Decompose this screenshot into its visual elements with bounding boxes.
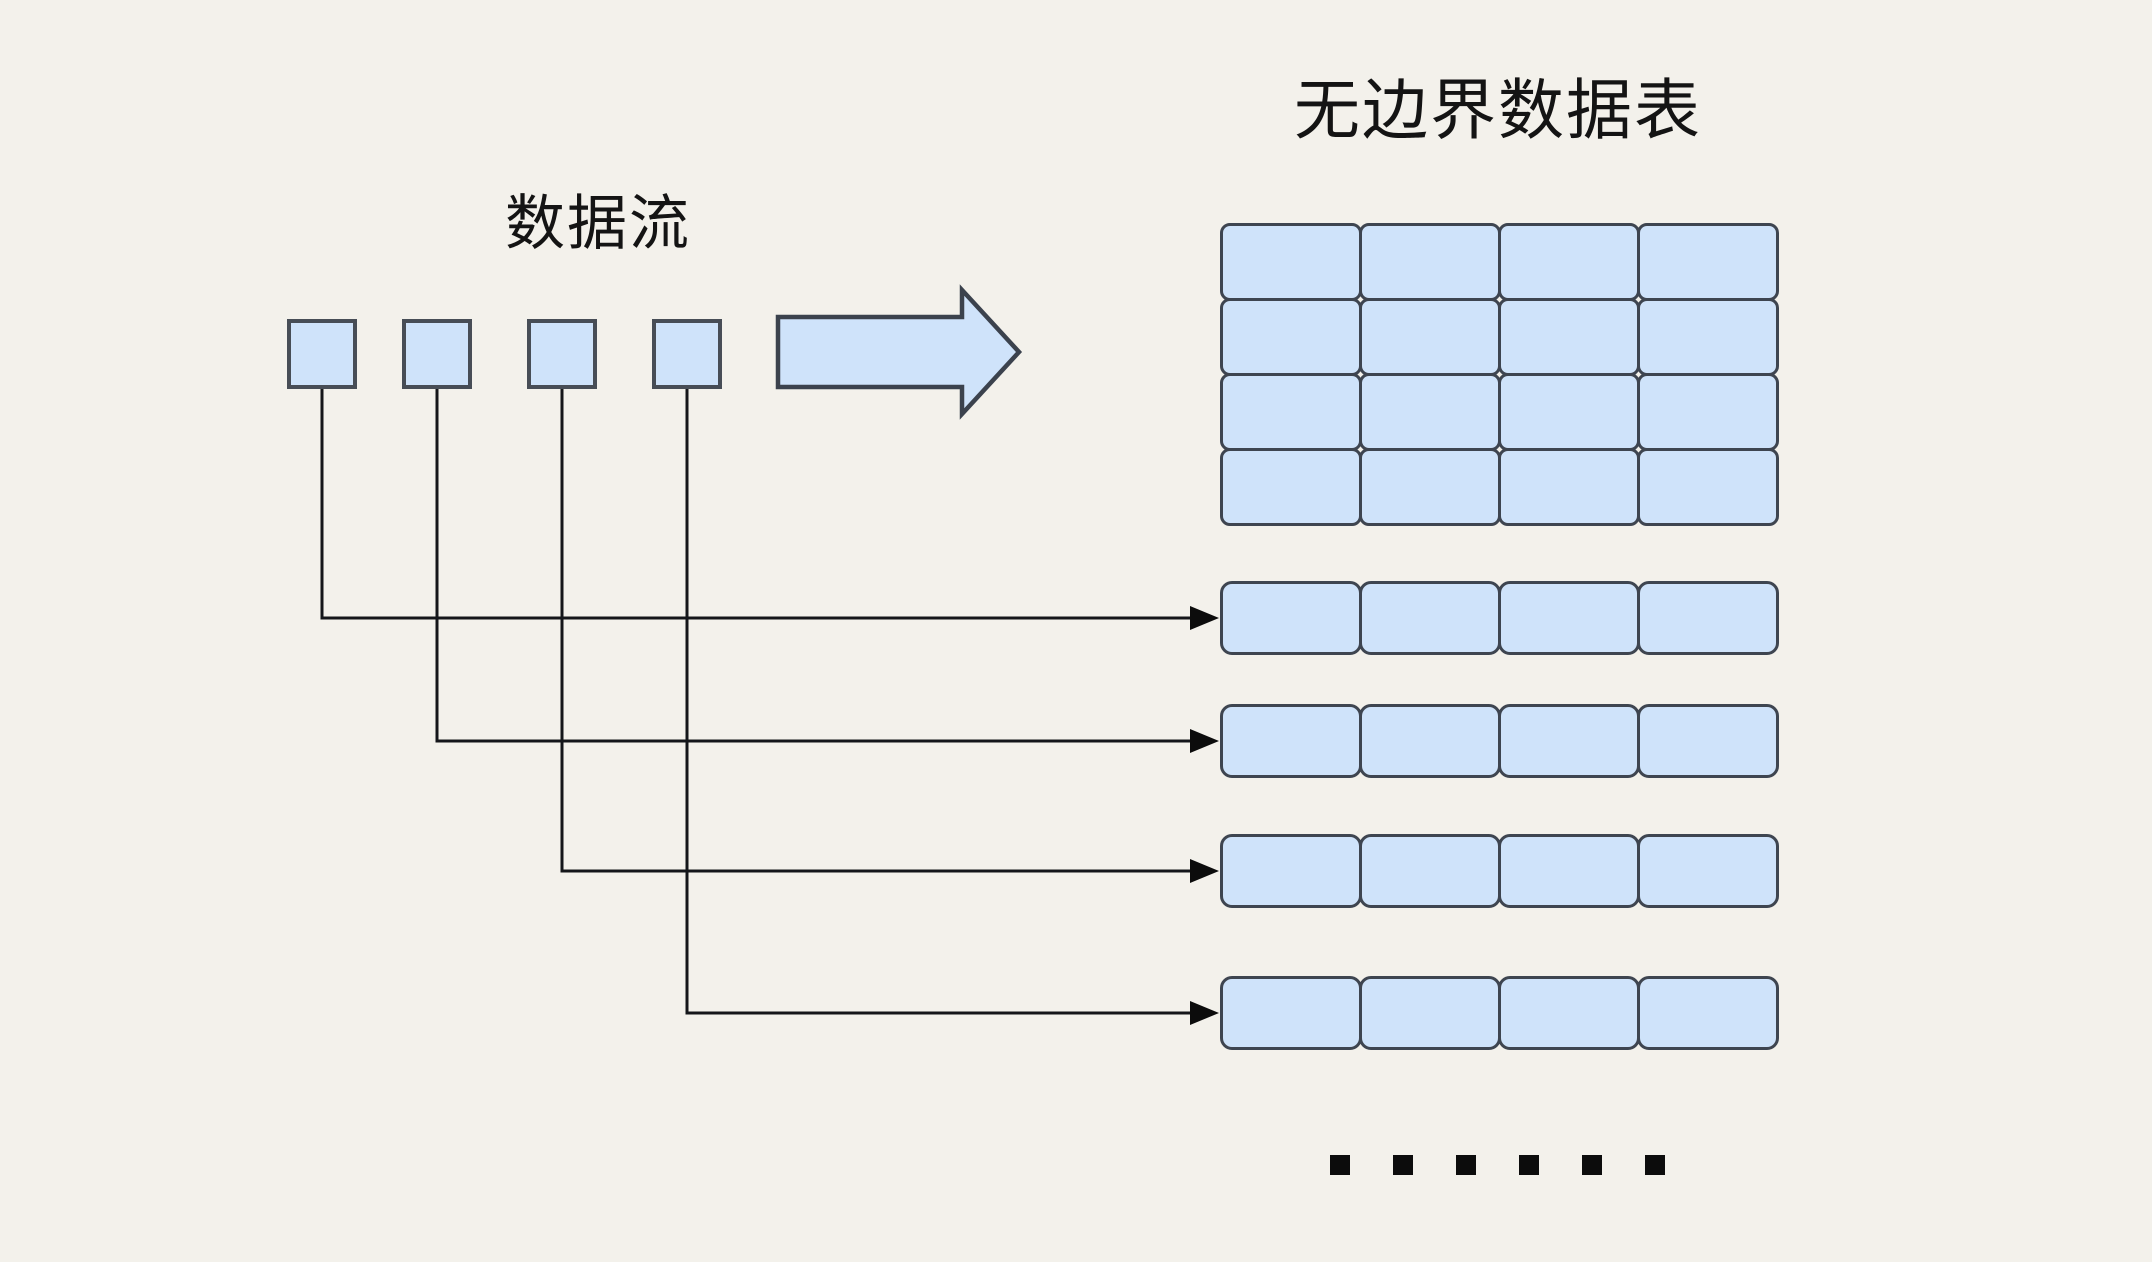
connector-arrowhead-icon: [1190, 606, 1219, 630]
appended-row-cell: [1220, 834, 1362, 908]
table-grid-cell: [1498, 223, 1640, 301]
connector-arrowhead-icon: [1190, 859, 1219, 883]
stream-label: 数据流: [505, 190, 691, 257]
flow-arrow-icon: [775, 284, 1023, 420]
appended-row-cell: [1637, 976, 1779, 1050]
table-grid-cell: [1220, 448, 1362, 526]
connector-line-1: [320, 385, 1194, 620]
table-grid-cell: [1637, 298, 1779, 376]
table-grid-cell: [1637, 223, 1779, 301]
table-grid-cell: [1498, 373, 1640, 451]
appended-row-cell: [1359, 834, 1501, 908]
table-grid-cell: [1498, 298, 1640, 376]
connector-arrowhead-icon: [1190, 1001, 1219, 1025]
connector-line-3: [560, 385, 1194, 873]
table-grid-cell: [1359, 373, 1501, 451]
ellipsis-dot: [1645, 1155, 1665, 1175]
table-grid-cell: [1220, 373, 1362, 451]
stream-event-square: [287, 319, 357, 389]
appended-row-cell: [1220, 976, 1362, 1050]
appended-row-cell: [1498, 704, 1640, 778]
appended-row-cell: [1220, 704, 1362, 778]
appended-row-cell: [1220, 581, 1362, 655]
table-grid-cell: [1359, 448, 1501, 526]
connector-line-4: [685, 385, 1194, 1015]
appended-row-cell: [1498, 581, 1640, 655]
stream-event-square: [402, 319, 472, 389]
table-grid-cell: [1359, 223, 1501, 301]
unbounded-table-title: 无边界数据表: [1294, 73, 1702, 147]
table-grid-cell: [1359, 298, 1501, 376]
appended-row-cell: [1498, 834, 1640, 908]
ellipsis-dot: [1330, 1155, 1350, 1175]
table-grid-cell: [1637, 373, 1779, 451]
stream-event-square: [527, 319, 597, 389]
stream-event-square: [652, 319, 722, 389]
appended-row-cell: [1359, 704, 1501, 778]
ellipsis-dot: [1519, 1155, 1539, 1175]
table-grid-cell: [1637, 448, 1779, 526]
connector-arrowhead-icon: [1190, 729, 1219, 753]
appended-row-cell: [1637, 704, 1779, 778]
appended-row-cell: [1359, 976, 1501, 1050]
appended-row-cell: [1359, 581, 1501, 655]
table-grid-cell: [1220, 298, 1362, 376]
appended-row-cell: [1637, 834, 1779, 908]
table-grid-cell: [1498, 448, 1640, 526]
appended-row-cell: [1637, 581, 1779, 655]
ellipsis-dot: [1582, 1155, 1602, 1175]
ellipsis-dot: [1393, 1155, 1413, 1175]
table-grid-cell: [1220, 223, 1362, 301]
connector-line-2: [435, 385, 1194, 743]
ellipsis-dot: [1456, 1155, 1476, 1175]
appended-row-cell: [1498, 976, 1640, 1050]
